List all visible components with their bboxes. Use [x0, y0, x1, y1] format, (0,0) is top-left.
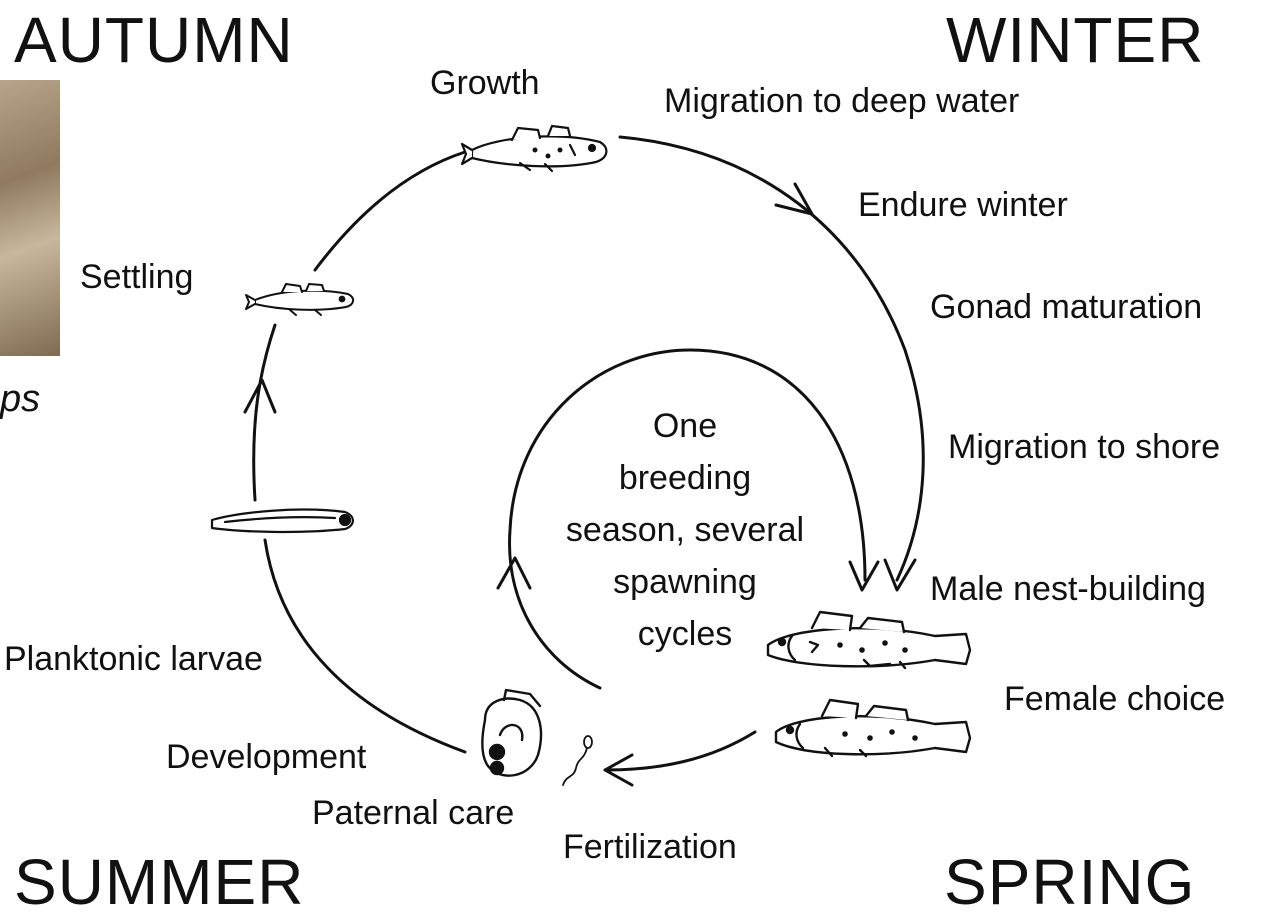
arc-development-to-larvae: [265, 540, 465, 752]
stage-settling: Settling: [80, 260, 193, 294]
stage-gonad-maturation: Gonad maturation: [930, 290, 1202, 324]
female-fish-icon: [776, 700, 970, 756]
stage-growth: Growth: [430, 66, 540, 100]
stage-endure-winter: Endure winter: [858, 188, 1068, 222]
juvenile-fish-growth-icon: [462, 126, 606, 171]
center-line-3: season, several: [530, 504, 840, 556]
stage-migration-deep: Migration to deep water: [664, 84, 1019, 118]
season-spring: SPRING: [944, 850, 1195, 914]
season-winter: WINTER: [946, 8, 1204, 72]
arc-spring-to-fertilization: [605, 732, 755, 770]
season-autumn: AUTUMN: [14, 8, 294, 72]
center-line-2: breeding: [530, 452, 840, 504]
stage-planktonic-larvae: Planktonic larvae: [4, 642, 263, 676]
arc-larvae-to-settling: [254, 325, 275, 500]
center-line-5: cycles: [530, 608, 840, 660]
center-line-4: spawning: [530, 556, 840, 608]
stage-development: Development: [166, 740, 366, 774]
stage-fertilization: Fertilization: [563, 830, 737, 864]
stage-female-choice: Female choice: [1004, 682, 1225, 716]
egg-embryo-icon: [482, 690, 541, 776]
stage-male-nest-building: Male nest-building: [930, 572, 1206, 606]
arrowhead-settling-up: [245, 380, 275, 412]
arc-settling-to-growth: [315, 152, 465, 270]
season-summer: SUMMER: [14, 850, 304, 914]
stage-paternal-care: Paternal care: [312, 796, 514, 830]
center-note: One breeding season, several spawning cy…: [530, 400, 840, 660]
juvenile-fish-settling-icon: [246, 284, 353, 315]
center-line-1: One: [530, 400, 840, 452]
stage-migration-shore: Migration to shore: [948, 430, 1220, 464]
sperm-icon: [563, 736, 592, 785]
larva-icon: [212, 510, 353, 532]
